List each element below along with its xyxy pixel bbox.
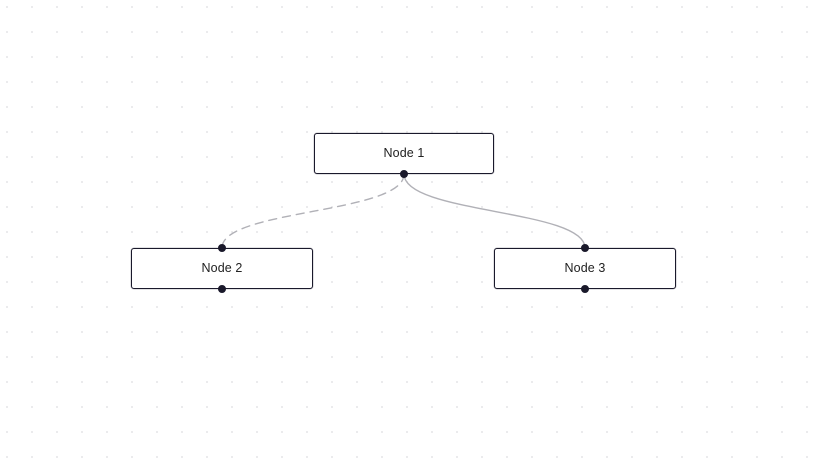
handle-bottom[interactable] bbox=[218, 285, 226, 293]
edge-node-1-to-node-2[interactable] bbox=[221, 173, 405, 249]
edge-node-1-to-node-3[interactable] bbox=[403, 173, 586, 249]
node-label: Node 3 bbox=[564, 261, 606, 276]
handle-bottom[interactable] bbox=[581, 285, 589, 293]
node-node-1[interactable]: Node 1 bbox=[314, 133, 494, 178]
node-label: Node 2 bbox=[201, 261, 243, 276]
node-node-3[interactable]: Node 3 bbox=[494, 244, 676, 293]
node-node-2[interactable]: Node 2 bbox=[131, 244, 313, 293]
node-label: Node 1 bbox=[383, 146, 425, 161]
handle-top[interactable] bbox=[581, 244, 589, 252]
handle-bottom[interactable] bbox=[400, 170, 408, 178]
handle-top[interactable] bbox=[218, 244, 226, 252]
